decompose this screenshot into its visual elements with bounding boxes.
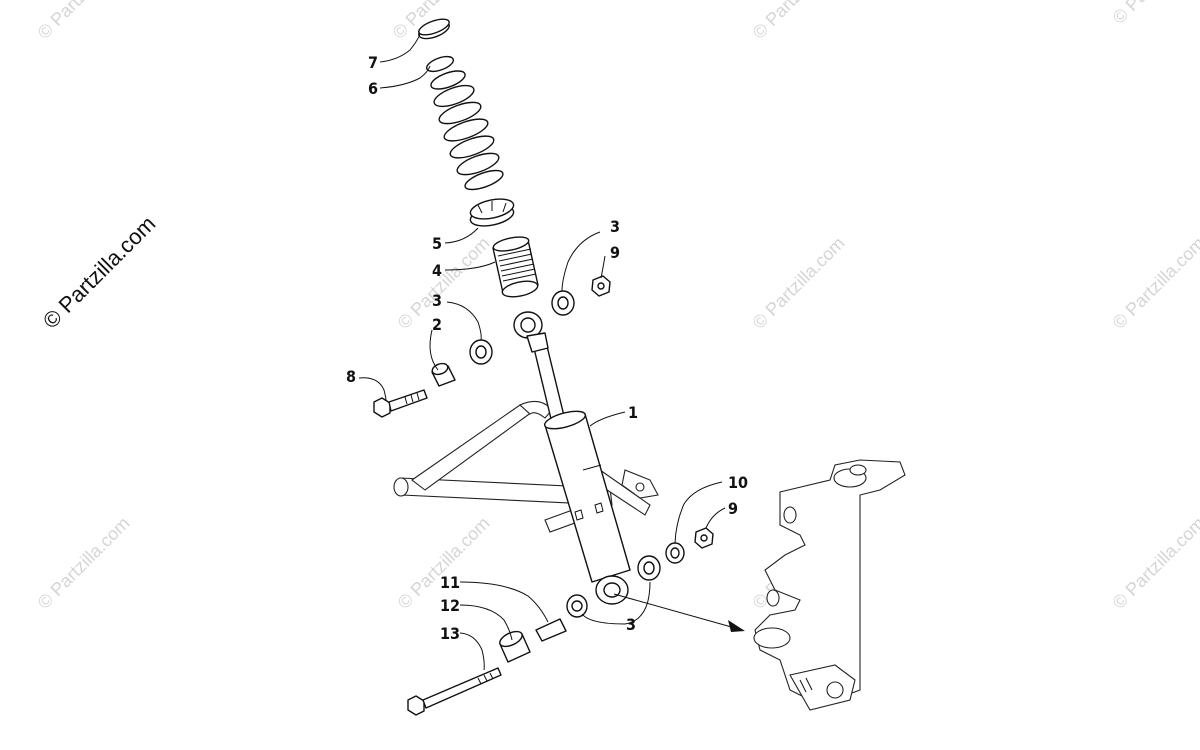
bolt-lower [407,667,502,716]
sleeve-upper [431,362,456,387]
bushing-lower-right [637,555,661,581]
lock-nut-upper [591,275,611,297]
watermark-tile: © Partzilla.com [749,0,849,43]
callout-9-lower: 9 [728,499,738,518]
bushing-lower-left [566,594,588,618]
callout-1: 1 [628,403,638,422]
lock-nut-lower [694,527,714,549]
watermark-tile: © Partzilla.com [1109,0,1200,28]
callout-13: 13 [440,624,460,643]
bolt-upper [373,389,428,418]
bushing-upper-left [469,339,493,365]
sleeve-lower [535,618,567,642]
callout-8: 8 [346,367,356,386]
watermark-tile: © Partzilla.com [34,513,134,613]
callout-2: 2 [432,315,442,334]
watermark-tile: © Partzilla.com [1109,513,1200,613]
assembly-arrow [613,593,745,632]
steering-knuckle [753,459,906,711]
leader-lines [358,33,726,671]
shock-absorber [513,311,631,605]
spring-adjuster-collar [469,198,515,227]
watermark-main: © Partzilla.com [38,211,161,334]
callout-3-upper-left: 3 [432,291,442,310]
callout-10: 10 [728,473,748,492]
washer [665,542,685,564]
watermark-tile: © Partzilla.com [749,233,849,333]
bushing-upper-right [551,290,575,316]
callout-7: 7 [368,53,378,72]
callout-12: 12 [440,596,460,615]
callout-11: 11 [440,573,460,592]
watermark-layer: © Partzilla.com © Partzilla.com © Partzi… [34,0,1200,613]
watermark-tile: © Partzilla.com [394,233,494,333]
callout-3-upper-right: 3 [610,217,620,236]
callout-4: 4 [432,261,442,280]
watermark-tile: © Partzilla.com [34,0,134,43]
callout-labels: 7 6 5 4 3 9 3 2 8 1 10 9 11 12 3 13 [346,53,748,643]
callout-6: 6 [368,79,378,98]
coil-spring [425,55,504,191]
a-arm [393,400,659,533]
callout-3-lower: 3 [626,615,636,634]
watermark-tile: © Partzilla.com [1109,233,1200,333]
spacer-lower [499,630,531,663]
threaded-sleeve [492,236,539,298]
callout-9-upper: 9 [610,243,620,262]
callout-5: 5 [432,234,442,253]
